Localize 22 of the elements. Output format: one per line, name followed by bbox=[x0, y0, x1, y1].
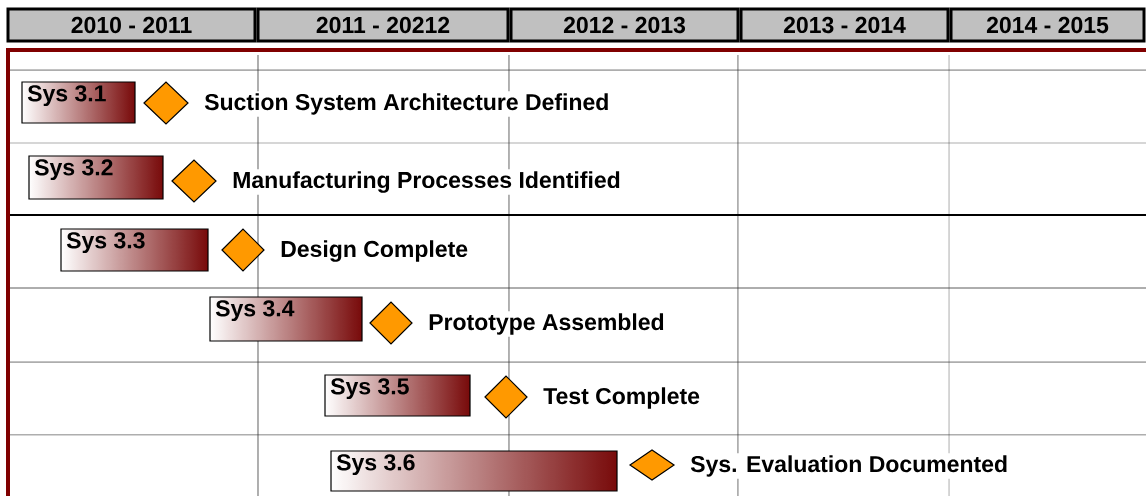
task-bar: Sys 3.3 bbox=[60, 228, 209, 272]
task-bar: Sys 3.2 bbox=[28, 155, 164, 200]
milestone-diamond bbox=[484, 375, 528, 419]
task-bar: Sys 3.1 bbox=[21, 81, 136, 124]
column-header: 2010 - 2011 bbox=[6, 7, 257, 43]
task-bar: Sys 3.4 bbox=[209, 296, 363, 342]
column-header: 2012 - 2013 bbox=[509, 7, 740, 43]
milestone-label: Prototype Assembled bbox=[426, 311, 667, 337]
column-header: 2014 - 2015 bbox=[949, 7, 1146, 43]
milestone-label: Design Complete bbox=[278, 238, 471, 264]
column-header: 2011 - 20212 bbox=[256, 7, 510, 43]
milestone-diamond bbox=[143, 81, 189, 125]
milestone-diamond bbox=[171, 159, 217, 203]
milestone-label: Test Complete bbox=[541, 385, 702, 411]
task-bar: Sys 3.6 bbox=[330, 450, 618, 492]
milestone-label: Suction System Architecture Defined bbox=[202, 91, 612, 117]
column-header: 2013 - 2014 bbox=[739, 7, 950, 43]
task-bar: Sys 3.5 bbox=[324, 374, 471, 417]
milestone-diamond bbox=[369, 301, 413, 345]
milestone-diamond bbox=[221, 228, 265, 272]
milestone-label: Manufacturing Processes Identified bbox=[230, 169, 623, 195]
milestone-label: Sys. Evaluation Documented bbox=[688, 453, 1011, 479]
